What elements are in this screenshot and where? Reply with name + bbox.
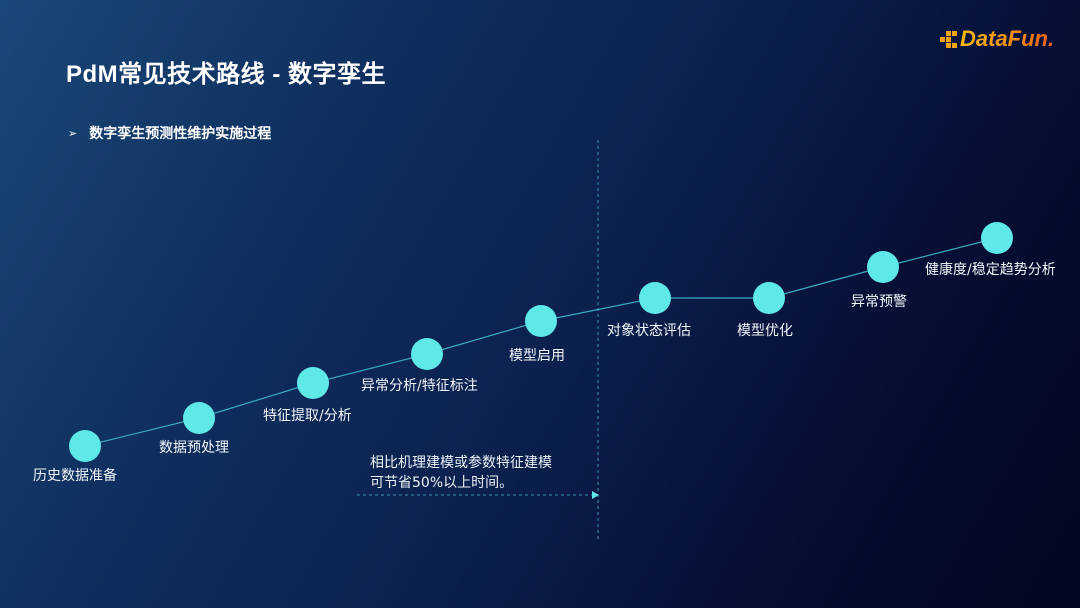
connector-line [882, 237, 998, 268]
step-nodes [69, 222, 1013, 462]
connector-line [426, 320, 542, 355]
step-node [183, 402, 215, 434]
step-node [525, 305, 557, 337]
step-label: 对象状态评估 [607, 323, 691, 339]
step-node [981, 222, 1013, 254]
connector-line [198, 382, 314, 419]
step-node [297, 367, 329, 399]
step-node [639, 282, 671, 314]
arrow-bullet-icon: ➢ [68, 126, 78, 140]
logo-dots-icon [940, 30, 957, 48]
step-label: 模型优化 [737, 323, 793, 339]
step-label: 异常预警 [851, 294, 907, 310]
step-node [411, 338, 443, 370]
connector-line [768, 266, 884, 299]
step-label: 异常分析/特征标注 [361, 378, 478, 394]
time-saving-note: 相比机理建模或参数特征建模 可节省50%以上时间。 [370, 453, 552, 493]
connector-line [84, 417, 200, 447]
step-label: 健康度/稳定趋势分析 [925, 262, 1056, 278]
datafun-logo: DataFun. [940, 26, 1054, 52]
step-node [753, 282, 785, 314]
connector-line [312, 353, 428, 384]
step-label: 特征提取/分析 [263, 408, 352, 424]
note-line-1: 相比机理建模或参数特征建模 [370, 455, 552, 471]
step-node [69, 430, 101, 462]
page-title: PdM常见技术路线 - 数字孪生 [66, 61, 386, 88]
connector-line [540, 297, 656, 322]
connector-lines [84, 237, 998, 447]
note-line-2: 可节省50%以上时间。 [370, 475, 514, 491]
step-label: 数据预处理 [159, 440, 229, 456]
step-node [867, 251, 899, 283]
section-subtitle: ➢ 数字孪生预测性维护实施过程 [68, 123, 271, 143]
step-label: 模型启用 [509, 348, 565, 364]
logo-text: DataFun. [960, 26, 1055, 51]
step-label: 历史数据准备 [33, 468, 117, 484]
subtitle-text: 数字孪生预测性维护实施过程 [89, 126, 272, 142]
arrow-head-icon [592, 491, 599, 499]
